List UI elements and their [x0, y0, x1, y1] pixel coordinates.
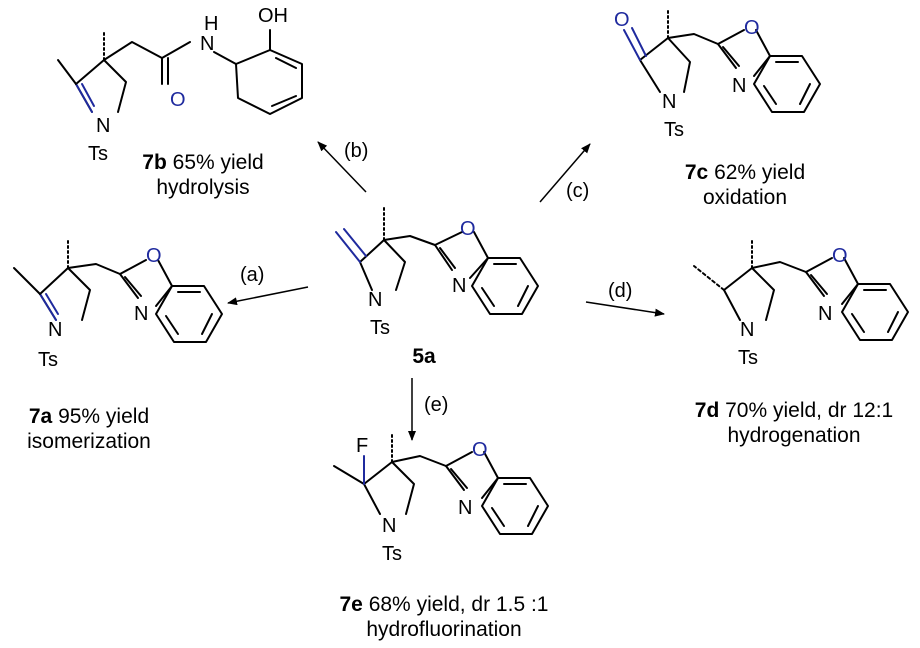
svg-text:Ts: Ts — [382, 543, 402, 565]
compound-7a-id: 7a — [28, 405, 53, 428]
svg-text:O: O — [460, 218, 476, 240]
svg-text:O: O — [472, 439, 488, 461]
compound-7d-caption: 7d 70% yield, dr 12:1 hydrogenation — [676, 398, 912, 448]
arrow-a — [227, 286, 309, 306]
svg-text:Ts: Ts — [38, 349, 58, 371]
svg-text:N: N — [368, 289, 382, 311]
compound-7e-process: hydrofluorination — [366, 618, 522, 641]
svg-text:O: O — [614, 9, 630, 31]
svg-text:N: N — [200, 33, 214, 55]
compound-7a-caption: 7a 95% yield isomerization — [4, 404, 174, 454]
svg-text:N: N — [48, 319, 62, 341]
condition-c-label: (c) — [566, 180, 590, 202]
svg-text:N: N — [134, 303, 148, 325]
svg-text:N: N — [452, 275, 466, 297]
svg-text:H: H — [204, 13, 218, 35]
svg-text:O: O — [146, 245, 162, 267]
condition-e-label: (e) — [424, 394, 449, 416]
compound-7a-yield: 95% yield — [58, 405, 150, 428]
svg-text:N: N — [662, 91, 676, 113]
compound-7e-caption: 7e 68% yield, dr 1.5 :1 hydrofluorinatio… — [322, 592, 566, 642]
structure-7d: N Ts O N — [693, 237, 909, 369]
svg-text:OH: OH — [258, 5, 288, 27]
compound-7e-yield: 68% yield, dr 1.5 :1 — [368, 593, 549, 616]
compound-7c-caption: 7c 62% yield oxidation — [660, 160, 830, 210]
condition-a-label: (a) — [240, 264, 265, 286]
svg-text:Ts: Ts — [370, 317, 390, 339]
compound-7e-id: 7e — [339, 593, 363, 616]
svg-text:O: O — [832, 245, 848, 267]
compound-7c-process: oxidation — [702, 186, 788, 209]
svg-text:N: N — [96, 115, 110, 137]
structure-7c: O N Ts O N — [614, 7, 821, 141]
compound-7d-id: 7d — [694, 399, 720, 422]
compound-7d-yield: 70% yield, dr 12:1 — [725, 399, 894, 422]
arrow-d — [585, 301, 665, 317]
svg-text:O: O — [744, 17, 760, 39]
compound-7b-caption: 7b 65% yield hydrolysis — [118, 150, 288, 200]
svg-text:Ts: Ts — [738, 347, 758, 369]
compound-7c-id: 7c — [684, 161, 709, 184]
structure-5a: N Ts O N — [335, 207, 539, 339]
svg-text:Ts: Ts — [664, 119, 684, 141]
structure-7b: N Ts O N H OH — [57, 5, 303, 165]
arrow-b — [317, 141, 367, 193]
condition-d-label: (d) — [608, 280, 633, 302]
compound-7b-process: hydrolysis — [156, 176, 250, 199]
svg-text:N: N — [732, 75, 746, 97]
compound-7d-process: hydrogenation — [727, 424, 861, 447]
condition-b-label: (b) — [344, 140, 369, 162]
svg-text:O: O — [170, 89, 186, 111]
svg-text:N: N — [818, 303, 832, 325]
structure-7a: N Ts O N — [13, 237, 223, 371]
compound-7b-yield: 65% yield — [172, 151, 264, 174]
svg-text:N: N — [458, 497, 472, 519]
arrow-c — [539, 143, 591, 203]
compound-7b-id: 7b — [142, 151, 167, 174]
svg-text:F: F — [356, 435, 368, 457]
svg-text:N: N — [382, 515, 396, 537]
svg-text:Ts: Ts — [88, 143, 108, 165]
compound-5a-label: 5a — [412, 345, 436, 368]
compound-7c-yield: 62% yield — [714, 161, 806, 184]
svg-text:N: N — [740, 319, 754, 341]
structure-7e: F N Ts O N — [333, 431, 549, 565]
compound-7a-process: isomerization — [27, 430, 151, 453]
